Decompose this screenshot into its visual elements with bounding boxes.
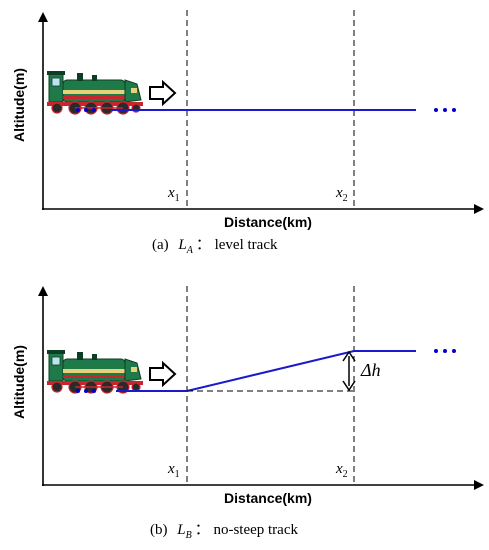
leading-dots-icon	[76, 389, 96, 393]
locomotive-icon	[46, 349, 144, 394]
y-axis-label: Altitude(m)	[11, 345, 27, 419]
y-axis-label: Altitude(m)	[11, 68, 27, 142]
marker-x1-label: x1	[167, 461, 180, 480]
x-axis-label: Distance(km)	[224, 490, 312, 506]
caption-b: (b) LB： no-steep track	[150, 522, 298, 541]
direction-arrow-icon	[149, 79, 177, 107]
locomotive-icon	[46, 70, 144, 115]
marker-x2-label: x2	[335, 185, 348, 204]
leading-dots-icon	[76, 108, 96, 112]
marker-x1-label: x1	[167, 185, 180, 204]
panel-a: Altitude(m) Distance(km) x1 x2 (a) LA： l…	[11, 10, 484, 256]
panel-b: Altitude(m) Distance(km) x1 x2 Δh (b) LB…	[11, 286, 484, 541]
caption-a: (a) LA： level track	[152, 237, 278, 256]
trailing-dots-icon	[434, 108, 456, 112]
no-steep-track-line	[116, 350, 416, 392]
x-axis-label: Distance(km)	[224, 214, 312, 230]
height-change-label: Δh	[360, 360, 381, 380]
trailing-dots-icon	[434, 349, 456, 353]
height-change-arrow-icon	[342, 350, 356, 392]
marker-x2-label: x2	[335, 461, 348, 480]
direction-arrow-icon	[149, 360, 177, 388]
